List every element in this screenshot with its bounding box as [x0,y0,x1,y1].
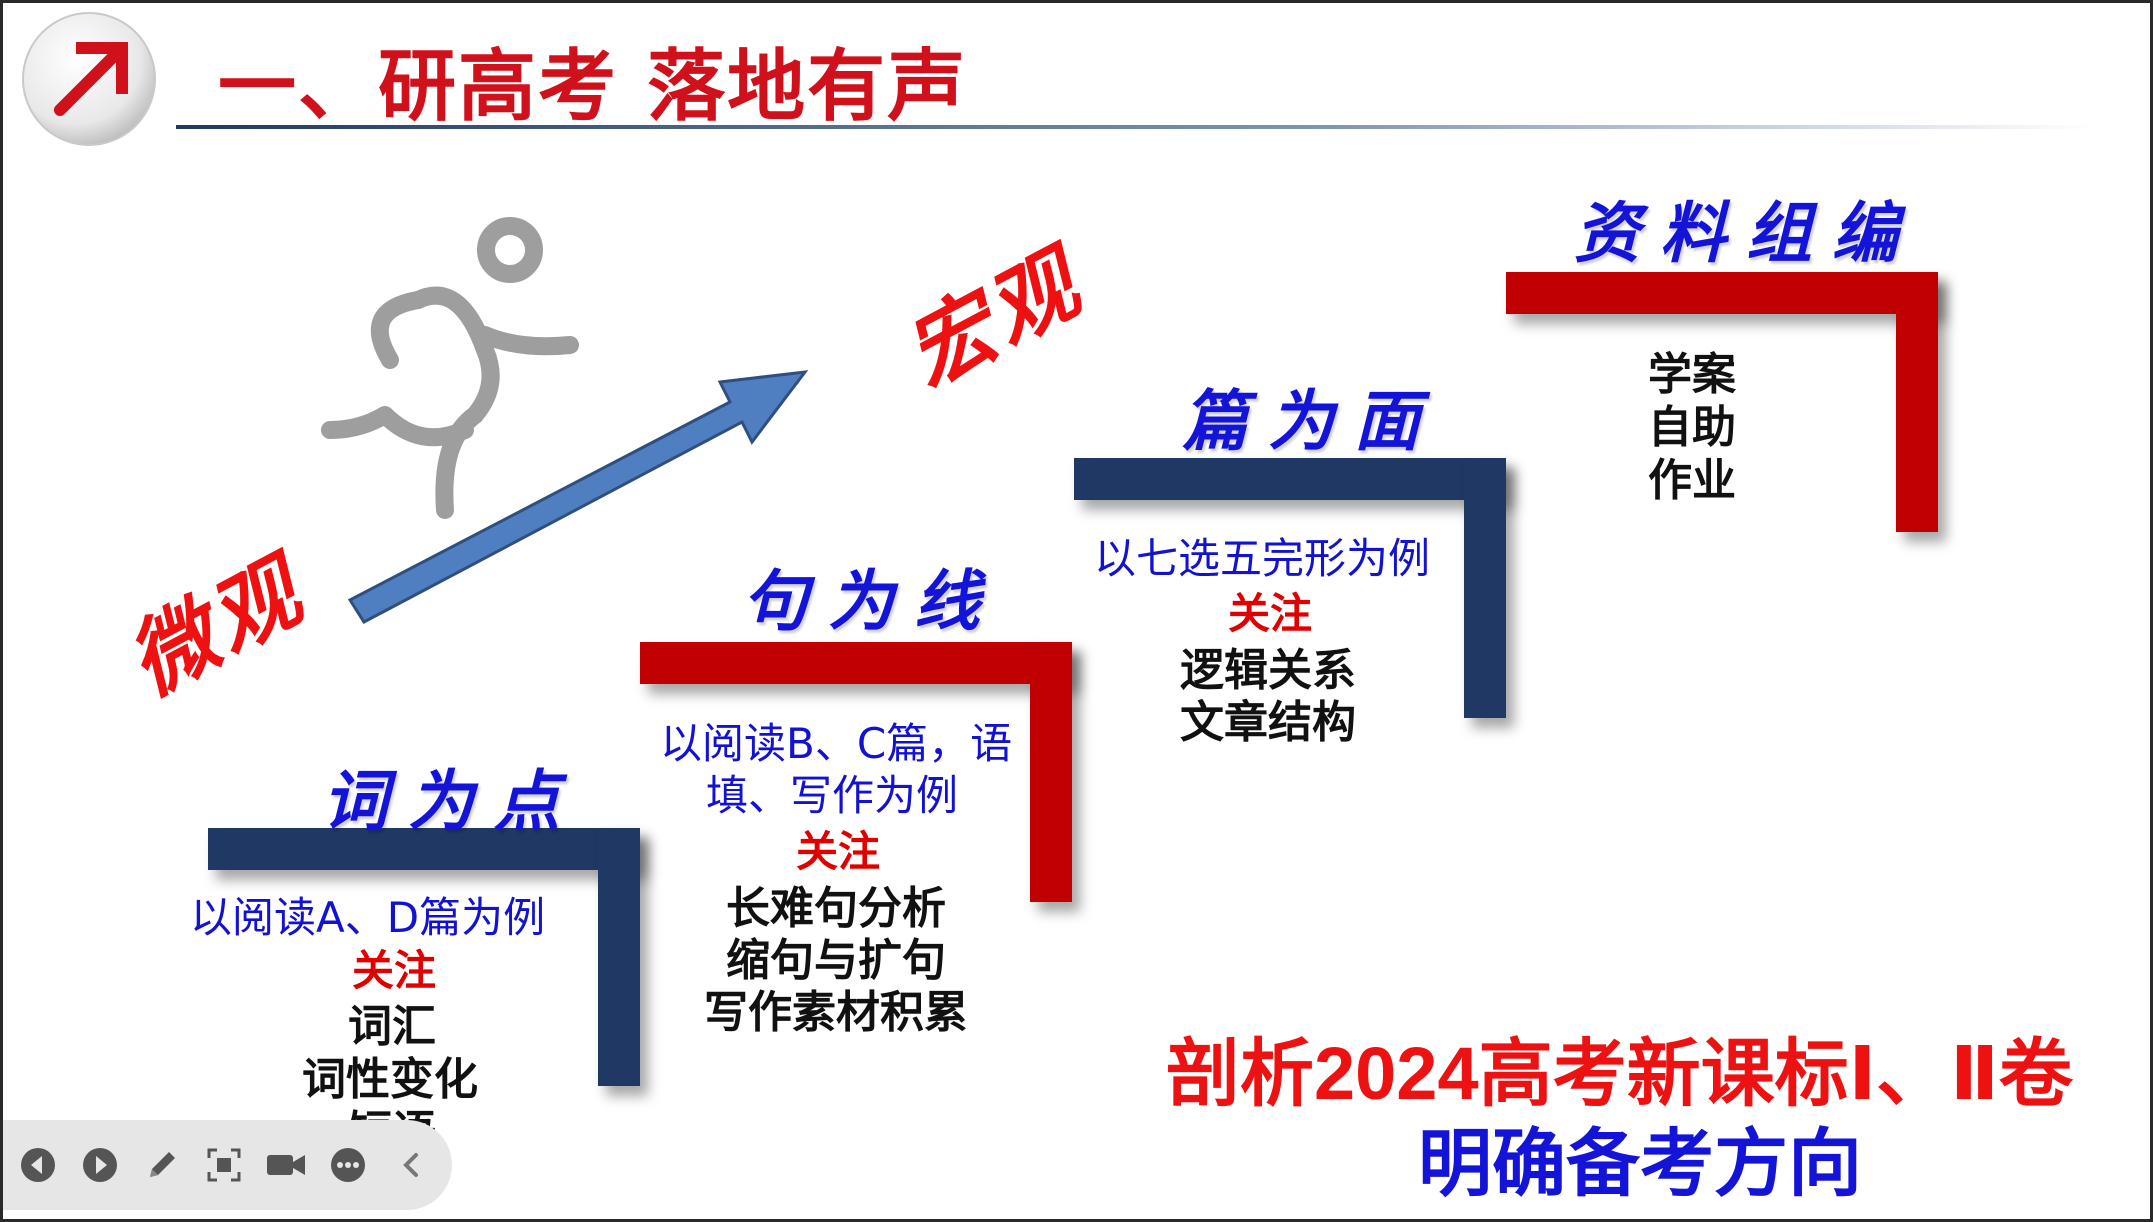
step-passage-heading: 篇为面 [1182,382,1440,460]
step-passage-focus: 关注 [1228,589,1313,638]
step-passage-post [1464,458,1506,718]
step-sentence-bar [640,642,1072,684]
step-sentence-post [1030,642,1072,902]
more-icon[interactable] [320,1137,376,1193]
step-sentence-focus: 关注 [796,827,881,876]
step-sentence-intro-2: 填、写作为例 [706,771,959,820]
step-resources-bar [1506,272,1938,314]
collapse-icon[interactable] [384,1137,440,1193]
step-sentence-intro-1: 以阅读B、C篇，语 [660,719,1013,768]
previous-icon[interactable] [10,1137,66,1193]
step-resources-heading: 资料组编 [1574,194,1918,272]
step-word-focus: 关注 [352,946,437,995]
step-word-heading: 词为点 [322,762,580,840]
logo-badge [18,8,160,150]
pen-icon[interactable] [134,1137,190,1193]
conclusion-line-1: 剖析2024高考新课标Ⅰ、Ⅱ卷 [1166,1032,2073,1115]
conclusion-line-2: 明确备考方向 [1418,1122,1862,1205]
step-passage-item: 文章结构 [1180,697,1356,748]
step-passage-bar [1074,458,1506,500]
step-resources-item: 学案 [1648,349,1736,400]
screenshot-icon[interactable] [196,1137,252,1193]
step-word-item: 词性变化 [302,1054,478,1105]
title-underline [176,125,2096,129]
step-sentence-heading: 句为线 [742,562,1000,640]
step-sentence-item: 长难句分析 [726,883,946,934]
step-sentence-item: 写作素材积累 [704,987,968,1038]
step-passage-item: 逻辑关系 [1180,645,1356,696]
step-word-intro: 以阅读A、D篇为例 [190,893,546,942]
step-word-bar [208,828,640,870]
step-sentence-item: 缩句与扩句 [726,935,946,986]
arrow-up-right-icon [54,42,128,116]
step-resources-item: 自助 [1648,402,1736,453]
runner-icon [321,217,579,519]
next-icon[interactable] [72,1137,128,1193]
page-title: 一、研高考 落地有声 [218,42,968,132]
step-resources-post [1896,272,1938,532]
progress-arrow [347,370,809,624]
camera-icon[interactable] [258,1137,314,1193]
step-word-post [598,828,640,1086]
step-word-item: 词汇 [348,1001,436,1052]
step-passage-intro: 以七选五完形为例 [1094,534,1431,583]
step-resources-item: 作业 [1648,455,1736,506]
